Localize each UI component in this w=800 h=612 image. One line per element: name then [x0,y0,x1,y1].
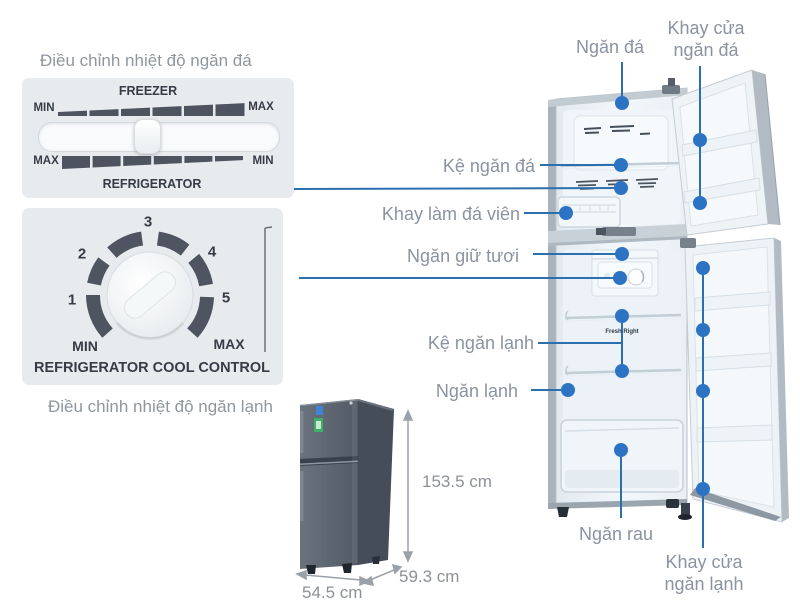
callout-lines [289,62,704,548]
refrigerator-label: REFRIGERATOR [102,177,202,191]
callout-dots [559,96,710,496]
cool-control-label: REFRIGERATOR COOL CONTROL [33,360,271,376]
dial-max-label: MAX [213,336,245,352]
dimension-height: 153.5 cm [422,472,492,491]
dial-min-label: MIN [72,338,98,354]
closed-fridge-drawing [300,399,394,574]
dial-number-5: 5 [221,289,231,307]
dimension-arrows [295,409,414,587]
fridge-max-label: MAX [33,155,59,167]
dial-knob-indicator [124,271,176,319]
freezer-max-label: MAX [248,101,274,113]
dial-number-2: 2 [77,245,87,263]
slider-ramps [58,103,245,169]
freezer-vents [583,125,651,135]
callout-ngan-giu-tuoi: Ngăn giữ tươi [407,246,519,266]
cool-control-panel: 1 2 3 4 5 MIN MAX REFRIGERATOR COOL CONT… [22,208,283,385]
callout-ke-ngan-da: Kệ ngăn đá [442,156,535,176]
dimension-width: 54.5 cm [302,583,363,602]
dimension-depth: 59.3 cm [399,567,460,586]
callout-khay-cua-ngan-lanh: Khay cửa ngăn lạnh [664,552,744,594]
cool-control-title: Điều chỉnh nhiệt độ ngăn lạnh [48,397,273,416]
callout-ngan-lanh: Ngăn lạnh [435,381,518,401]
callout-khay-lam-da-vien: Khay làm đá viên [381,204,520,224]
dial-number-3: 3 [143,213,153,231]
callout-ngan-da: Ngăn đá [575,37,645,57]
dial-number-4: 4 [207,243,217,261]
freezer-slider-knob [134,119,161,154]
freezer-ramp [58,103,245,116]
freezer-slider-panel: FREEZER MIN MAX MAX MIN [22,78,294,198]
fridge-interior-print: Fresh Right [605,329,639,335]
callout-khay-cua-ngan-da: Khay cửa ngăn đá [667,18,745,60]
freezer-label: FREEZER [118,84,178,98]
callout-ke-ngan-lanh: Kệ ngăn lạnh [427,333,534,353]
refrigerator-ramp [62,156,243,169]
dial-ring [86,231,214,338]
dial-number-1: 1 [67,291,77,309]
callout-ngan-rau: Ngăn rau [578,524,654,544]
freezer-min-label: MIN [33,102,55,114]
dial-drawing [86,226,273,352]
open-fridge-drawing [548,69,789,523]
freezer-control-title: Điều chỉnh nhiệt độ ngăn đá [40,51,252,70]
fridge-min-label: MIN [252,155,274,167]
